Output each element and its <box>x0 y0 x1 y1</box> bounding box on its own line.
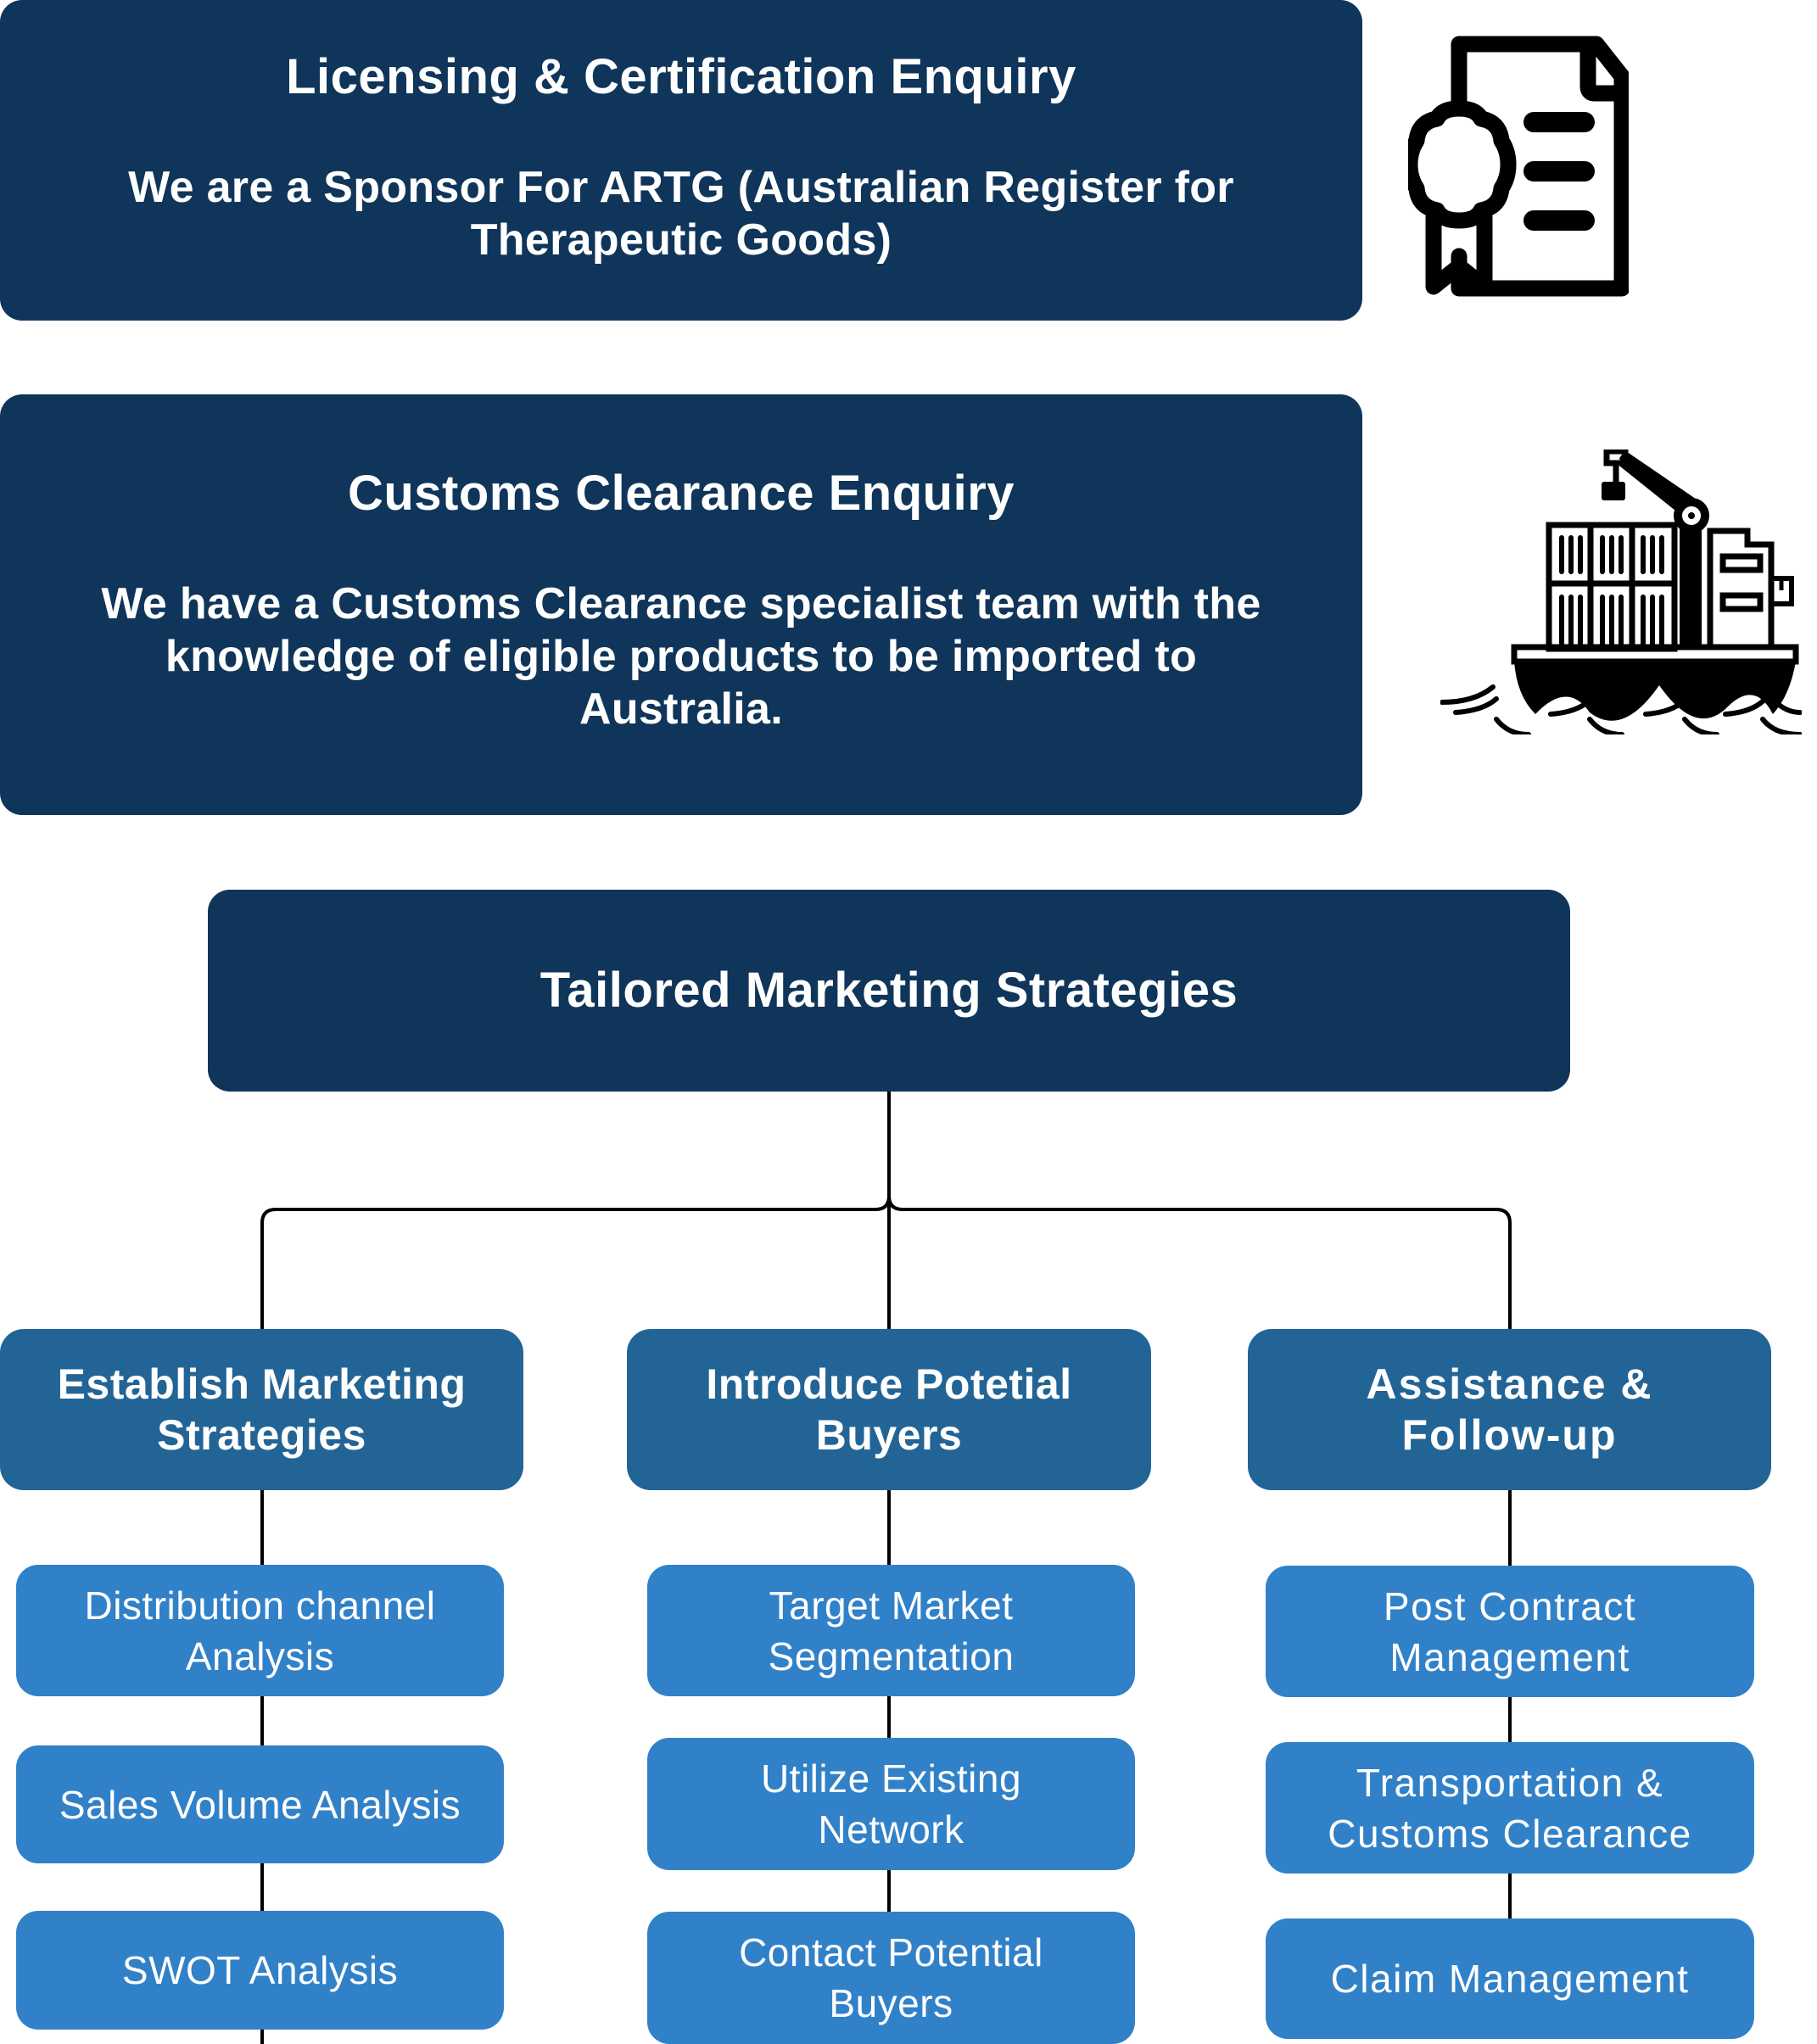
cargo-ship-icon <box>1440 450 1802 734</box>
licensing-description: We are a Sponsor For ARTG (Australian Re… <box>94 161 1268 266</box>
leaf-node-label: Sales Volume Analysis <box>59 1779 461 1830</box>
root-node-tailored-marketing: Tailored Marketing Strategies <box>208 890 1570 1092</box>
leaf-label-line: Segmentation <box>768 1634 1015 1678</box>
leaf-node-label: Post Contract Management <box>1384 1581 1636 1683</box>
licensing-enquiry-card: Licensing & Certification Enquiry We are… <box>0 0 1362 321</box>
leaf-node-label: Target Market Segmentation <box>769 1580 1015 1682</box>
root-to-right-branch-connector <box>887 1195 1512 1329</box>
branch-node-assistance-followup: Assistance & Follow-up <box>1248 1329 1771 1490</box>
leaf-node-transportation-customs: Transportation & Customs Clearance <box>1266 1742 1754 1874</box>
certificate-document-icon <box>1408 36 1629 297</box>
leaf-node-swot: SWOT Analysis <box>16 1911 504 2030</box>
branch-label-line: Follow-up <box>1401 1411 1618 1459</box>
leaf-label-line: Buyers <box>829 1981 953 2025</box>
customs-description-line: knowledge of eligible products to be imp… <box>165 632 1198 681</box>
branch-node-introduce-buyers: Introduce Potetial Buyers <box>627 1329 1151 1490</box>
branch-label-line: Establish Marketing <box>57 1360 467 1408</box>
branch-node-establish-marketing: Establish Marketing Strategies <box>0 1329 523 1490</box>
leaf-label-line: Customs Clearance <box>1328 1811 1692 1856</box>
customs-title: Customs Clearance Enquiry <box>347 466 1015 521</box>
customs-enquiry-card: Customs Clearance Enquiry We have a Cust… <box>0 394 1362 815</box>
branch-label-line: Strategies <box>157 1411 366 1459</box>
leaf-node-label: Distribution channel Analysis <box>84 1580 435 1682</box>
leaf-node-label: Claim Management <box>1331 1953 1690 2004</box>
leaf-label-line: SWOT Analysis <box>121 1948 399 1992</box>
branch-label-line: Buyers <box>815 1411 963 1459</box>
customs-description-line: Australia. <box>579 684 783 734</box>
leaf-node-contact-buyers: Contact Potential Buyers <box>647 1912 1135 2044</box>
leaf-node-label: Transportation & Customs Clearance <box>1328 1757 1691 1859</box>
leaf-label-line: Distribution channel <box>84 1583 436 1628</box>
leaf-label-line: Contact Potential <box>739 1930 1043 1974</box>
leaf-label-line: Sales Volume Analysis <box>59 1782 461 1827</box>
leaf-node-claim-management: Claim Management <box>1266 1918 1754 2039</box>
leaf-label-line: Post Contract <box>1383 1583 1637 1628</box>
leaf-label-line: Management <box>1389 1634 1630 1679</box>
leaf-label-line: Target Market <box>769 1583 1014 1628</box>
leaf-node-label: SWOT Analysis <box>122 1945 398 1996</box>
leaf-label-line: Transportation & <box>1356 1760 1664 1805</box>
leaf-label-line: Network <box>818 1807 964 1851</box>
licensing-description-line: We are a Sponsor For ARTG (Australian Re… <box>128 163 1234 212</box>
customs-description-line: We have a Customs Clearance specialist t… <box>101 579 1261 628</box>
leaf-node-sales-volume: Sales Volume Analysis <box>16 1745 504 1863</box>
leaf-label-line: Claim Management <box>1330 1957 1690 2001</box>
licensing-description-line: Therapeutic Goods) <box>470 215 892 265</box>
root-to-branches-connector <box>260 1092 891 1329</box>
leaf-node-distribution-channel: Distribution channel Analysis <box>16 1565 504 1696</box>
leaf-node-post-contract: Post Contract Management <box>1266 1566 1754 1697</box>
root-node-label: Tailored Marketing Strategies <box>540 963 1238 1018</box>
leaf-node-label: Utilize Existing Network <box>761 1753 1021 1855</box>
licensing-title: Licensing & Certification Enquiry <box>286 49 1076 104</box>
branch-node-label: Establish Marketing Strategies <box>58 1359 467 1460</box>
leaf-node-label: Contact Potential Buyers <box>739 1927 1043 2029</box>
leaf-label-line: Analysis <box>185 1634 335 1678</box>
customs-description: We have a Customs Clearance specialist t… <box>75 578 1286 735</box>
branch-label-line: Assistance & <box>1366 1360 1653 1408</box>
branch-label-line: Introduce Potetial <box>706 1360 1072 1408</box>
leaf-label-line: Utilize Existing <box>760 1756 1022 1801</box>
branch-node-label: Introduce Potetial Buyers <box>706 1359 1071 1460</box>
leaf-node-target-market: Target Market Segmentation <box>647 1565 1135 1696</box>
branch-node-label: Assistance & Follow-up <box>1366 1359 1652 1460</box>
leaf-node-utilize-network: Utilize Existing Network <box>647 1738 1135 1870</box>
